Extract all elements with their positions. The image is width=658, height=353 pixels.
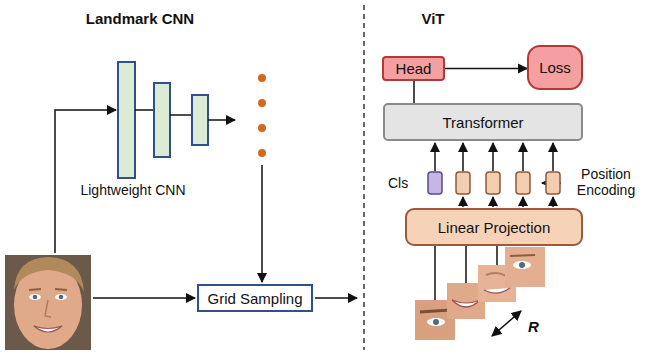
node-label: Transformer (442, 114, 523, 131)
cnn-layer (192, 95, 208, 145)
patch-token (516, 172, 530, 194)
loss-box: Loss (527, 45, 583, 90)
landmark-dot (258, 124, 266, 132)
projection-box: Linear Projection (405, 208, 583, 246)
flow-arrow (93, 297, 195, 299)
patch-token (456, 172, 470, 194)
section-title: ViT (408, 10, 458, 27)
face-patch (505, 247, 545, 287)
connector (445, 68, 527, 70)
cls-token (428, 172, 442, 194)
cnn-link (208, 119, 235, 121)
transformer-box: Transformer (383, 103, 583, 141)
size-label: R (528, 318, 548, 335)
cnn-link (135, 109, 153, 111)
node-label: Grid Sampling (207, 290, 302, 307)
section-title: Landmark CNN (70, 10, 210, 27)
node-label: Head (396, 60, 432, 77)
token-label: Cls (388, 175, 424, 191)
sampling-box: Grid Sampling (197, 284, 313, 312)
cnn-link (170, 114, 191, 116)
landmark-dot (258, 149, 266, 157)
flow-arrow (261, 165, 263, 282)
part-label: Position Encoding (563, 166, 649, 198)
flow-arrow (55, 110, 116, 253)
divider-line (363, 5, 365, 350)
head-box: Head (382, 56, 445, 81)
landmark-dot (258, 99, 266, 107)
cnn-layer (154, 83, 170, 157)
connector (413, 81, 415, 103)
flow-arrow (315, 297, 357, 299)
cnn-layer (118, 62, 135, 178)
landmark-dot (258, 74, 266, 82)
part-label: Lightweight CNN (68, 182, 198, 198)
patch-token (486, 172, 500, 194)
node-label: Linear Projection (438, 219, 551, 236)
patch-token (546, 172, 560, 194)
token-arrows (435, 143, 553, 207)
node-label: Loss (539, 59, 571, 76)
size-arrow (492, 311, 521, 336)
face-photo (5, 255, 91, 350)
